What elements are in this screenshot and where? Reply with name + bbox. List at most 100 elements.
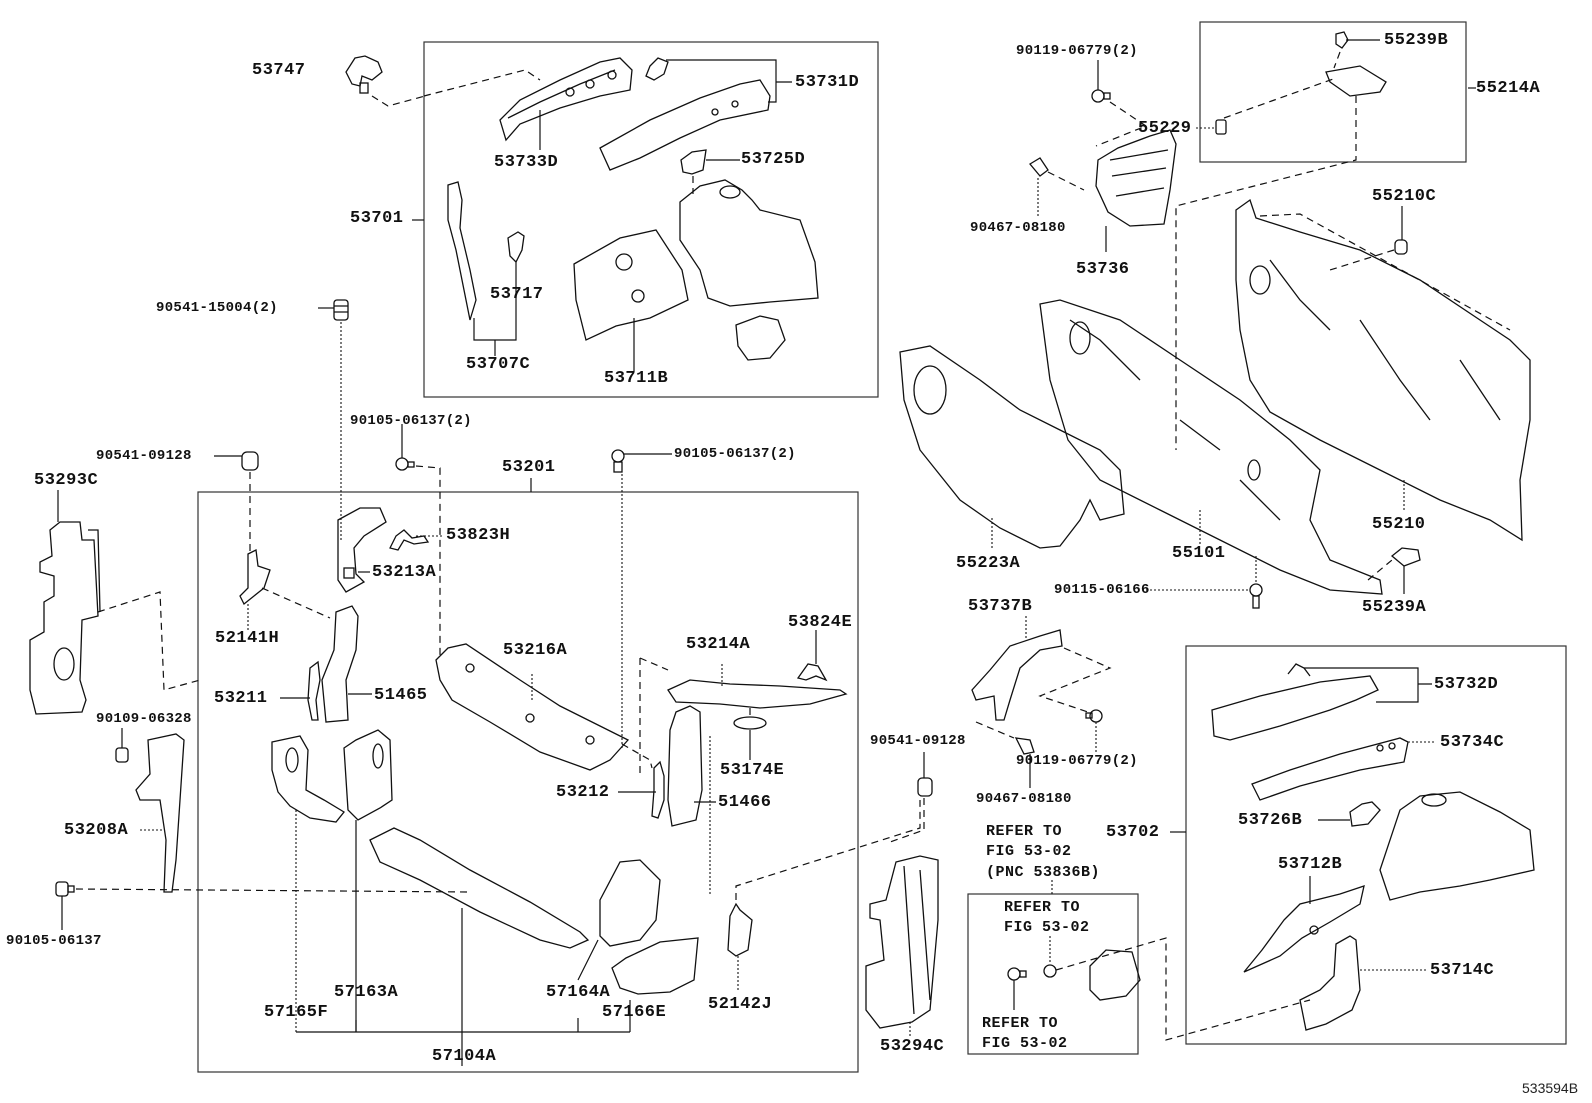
connector-dash [75, 888, 471, 893]
label-90119-06779a: 90119-06779(2) [1016, 43, 1138, 59]
label-53732D: 53732D [1434, 675, 1499, 694]
label-90105-06137b: 90105-06137(2) [674, 446, 796, 462]
label-55239A: 55239A [1362, 598, 1427, 617]
note-refer-inner-bottom: REFER TO FIG 53-02 [982, 1015, 1068, 1053]
label-53725D: 53725D [741, 150, 806, 169]
part-53702-apron-shape [1379, 791, 1535, 901]
part-55101-shape [1039, 299, 1383, 595]
label-55210C: 55210C [1372, 187, 1437, 206]
part-55214A-shape [1325, 65, 1387, 97]
connector-dash [975, 721, 1015, 739]
part-53213A-shape [337, 507, 387, 593]
label-53733D: 53733D [494, 153, 559, 172]
connector-dash [1367, 559, 1393, 581]
part-53294C-shape [865, 855, 939, 1029]
connector-dash [97, 591, 201, 691]
label-53211: 53211 [214, 689, 268, 708]
label-90541-09128a: 90541-09128 [96, 448, 192, 464]
label-90541-15004: 90541-15004(2) [156, 300, 278, 316]
part-53747-shape [345, 55, 383, 94]
part-53734C-shape [1251, 737, 1409, 801]
label-57164A: 57164A [546, 983, 611, 1002]
part-53737B-shape [971, 629, 1063, 721]
label-53201: 53201 [502, 458, 556, 477]
label-51465: 51465 [374, 686, 428, 705]
group-frame-53201 [197, 491, 859, 1073]
part-90119-06779b-shape [1085, 709, 1103, 723]
part-51466-shape [667, 705, 703, 827]
connector-dash [261, 587, 331, 619]
label-90105-06137c: 90105-06137 [6, 933, 102, 949]
label-55210: 55210 [1372, 515, 1426, 534]
part-53174E-shape [733, 716, 767, 730]
part-53836B-clip-shape [1007, 949, 1141, 1001]
label-57163A: 57163A [334, 983, 399, 1002]
part-57164A-shape [599, 859, 661, 947]
part-52141H-shape [239, 549, 271, 606]
label-53726B: 53726B [1238, 811, 1303, 830]
label-57104A: 57104A [432, 1047, 497, 1066]
part-53212-shape [651, 760, 665, 819]
connector-dash [639, 657, 669, 671]
leader-53747 [371, 69, 541, 107]
label-53174E: 53174E [720, 761, 785, 780]
part-53712B-shape [1243, 885, 1365, 973]
label-53294C: 53294C [880, 1037, 945, 1056]
connector-dash [1055, 937, 1311, 1041]
label-90467-08180b: 90467-08180 [976, 791, 1072, 807]
connector-dash [1259, 213, 1511, 331]
label-90105-06137a: 90105-06137(2) [350, 413, 472, 429]
label-90467-08180a: 90467-08180 [970, 220, 1066, 236]
label-53213A: 53213A [372, 563, 437, 582]
connector-dash [1047, 171, 1085, 191]
part-90105-06137b-shape [611, 449, 625, 473]
group-frame-53702 [1185, 645, 1567, 1045]
part-90105-06137a-shape [395, 457, 415, 471]
part-53725D-shape [680, 149, 707, 175]
part-57163A-shape [343, 729, 393, 821]
label-57166E: 57166E [602, 1003, 667, 1022]
connector-dash [1038, 647, 1112, 713]
label-53208A: 53208A [64, 821, 129, 840]
part-55210-shape [1235, 198, 1531, 542]
part-55229-shape [1215, 119, 1227, 135]
label-52141H: 52141H [215, 629, 280, 648]
connector-dash [1223, 77, 1337, 119]
connector-dash [415, 465, 441, 656]
note-refer-inner-top: REFER TO FIG 53-02 [1004, 899, 1090, 937]
group-frame-53701 [423, 41, 879, 398]
part-90467-08180a-shape [1029, 157, 1049, 177]
part-53732D-shape [1211, 663, 1379, 741]
part-90541-09128b-shape [917, 777, 933, 797]
label-53734C: 53734C [1440, 733, 1505, 752]
figure-id: 533594B [1522, 1080, 1579, 1096]
note-refer-pnc-53836B: REFER TO FIG 53-02 (PNC 53836B) [986, 823, 1101, 881]
label-90115-06166: 90115-06166 [1054, 582, 1150, 598]
part-53293C-shape [29, 521, 101, 715]
part-55223A-shape [899, 345, 1125, 549]
connector-dash [735, 800, 921, 900]
part-53823H-shape [389, 529, 430, 551]
label-55101: 55101 [1172, 544, 1226, 563]
label-53707C: 53707C [466, 355, 531, 374]
part-90467-08180b-shape [1014, 737, 1035, 755]
label-53823H: 53823H [446, 526, 511, 545]
part-90109-06328-shape [115, 747, 129, 763]
label-53702: 53702 [1106, 823, 1160, 842]
label-53711B: 53711B [604, 369, 669, 388]
part-53208A-shape [135, 733, 185, 893]
part-90119-06779a-shape [1091, 89, 1111, 103]
part-53214A-shape [667, 679, 848, 709]
label-53736: 53736 [1076, 260, 1130, 279]
label-53731D: 53731D [795, 73, 860, 92]
leader-53732D [1304, 667, 1432, 703]
part-52142J-shape [727, 902, 753, 957]
part-90115-06166-shape [1249, 583, 1263, 609]
label-53714C: 53714C [1430, 961, 1495, 980]
label-55239B: 55239B [1384, 31, 1449, 50]
label-52142J: 52142J [708, 995, 773, 1014]
bracket-57104A [296, 1018, 630, 1033]
part-55210C-shape [1394, 239, 1408, 255]
label-90119-06779b: 90119-06779(2) [1016, 753, 1138, 769]
